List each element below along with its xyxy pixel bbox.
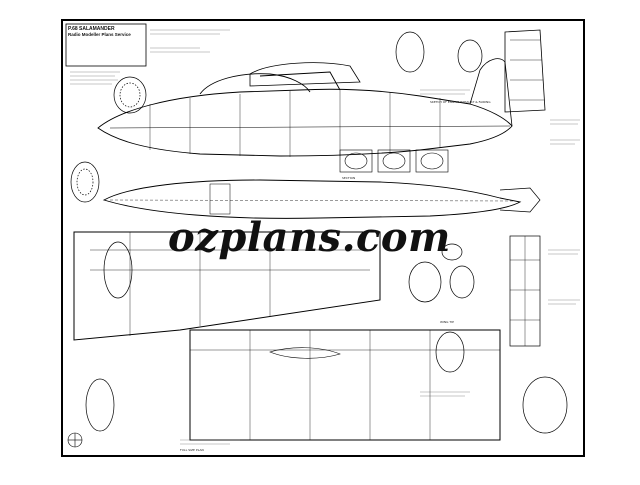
watermark-text: ozplans.com (168, 214, 451, 261)
formers-top-left (70, 31, 483, 203)
engine-exhaust-note: SKETCH OF ENGINE EXHAUST & FAIRING (430, 100, 491, 104)
fuselage-side-view (97, 58, 513, 157)
cross-sections (339, 149, 449, 173)
compass-symbol (67, 432, 83, 448)
wing-tip-label: WING TIP (440, 320, 454, 324)
plans-service-name: Radio Modeller Plans Service (68, 32, 131, 37)
fuselage-top-view (102, 179, 541, 219)
title-block-frame (65, 23, 147, 67)
model-name: P.68 SALAMANDER (68, 26, 115, 32)
plan-size-note: FULL SIZE PLAN (180, 448, 204, 452)
rudder-detail (504, 29, 546, 113)
wing-plan-view (73, 231, 501, 441)
section-label: SECTION (342, 176, 356, 180)
sheet-border (61, 19, 585, 457)
annotation-lines (70, 29, 580, 445)
wing-tip-templates (85, 241, 568, 434)
title-block: P.68 SALAMANDER Radio Modeller Plans Ser… (68, 26, 144, 38)
right-side-strips (509, 235, 541, 347)
